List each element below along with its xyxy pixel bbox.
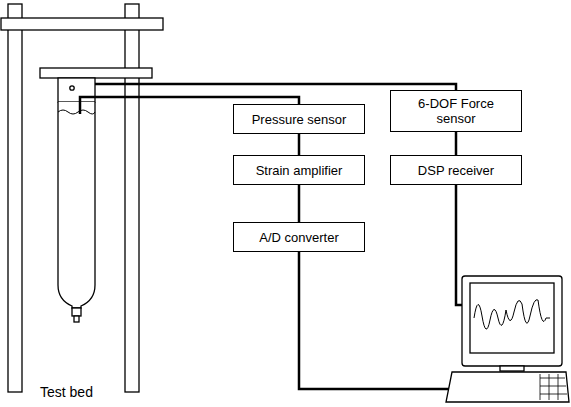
wire bbox=[456, 185, 462, 305]
box-text: Pressure sensor bbox=[252, 112, 347, 127]
sensor-block bbox=[58, 78, 95, 102]
box-text: A/D converter bbox=[259, 230, 338, 245]
converter-box: A/D converter bbox=[233, 222, 365, 252]
receiver-box: DSP receiver bbox=[390, 155, 522, 185]
sensor-box: Pressure sensor bbox=[233, 104, 365, 134]
top-crossbar bbox=[1, 18, 163, 30]
box-text: Strain amplifier bbox=[256, 163, 343, 178]
mount-bar bbox=[40, 68, 152, 78]
wire bbox=[299, 252, 450, 389]
keyboard bbox=[446, 372, 569, 402]
monitor-screen bbox=[470, 283, 554, 353]
sensor-box: 6-DOF Force sensor bbox=[390, 90, 522, 132]
signal-wave bbox=[474, 300, 550, 330]
connector bbox=[298, 134, 301, 155]
nozzle bbox=[72, 308, 81, 316]
caption-label: Test bed bbox=[40, 384, 93, 400]
box-text: DSP receiver bbox=[418, 163, 494, 178]
frame-post bbox=[125, 4, 139, 392]
box-text: 6-DOF Force sensor bbox=[410, 96, 502, 126]
bottle bbox=[58, 102, 95, 308]
sensor-mark bbox=[70, 86, 74, 90]
connector bbox=[298, 185, 301, 222]
connector bbox=[455, 132, 458, 155]
amplifier-box: Strain amplifier bbox=[233, 155, 365, 185]
keyboard-keys bbox=[540, 374, 567, 400]
nozzle-tip bbox=[74, 316, 79, 322]
frame-post bbox=[8, 4, 22, 392]
monitor-stand bbox=[500, 366, 524, 371]
monitor bbox=[462, 276, 562, 366]
liquid-surface bbox=[58, 110, 95, 114]
